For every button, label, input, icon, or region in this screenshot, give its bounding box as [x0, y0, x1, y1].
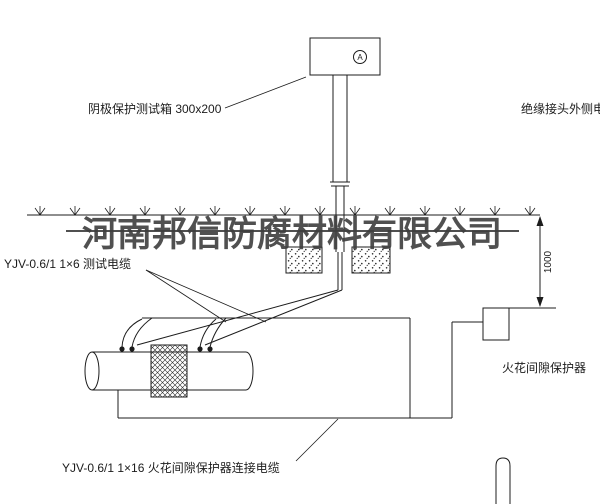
spark-gap-protector — [482, 307, 510, 341]
ground-line — [27, 206, 540, 216]
conduit — [330, 75, 350, 252]
label-test-cable: YJV-0.6/1 1×6 测试电缆 — [4, 256, 131, 271]
cable-connection-dot — [197, 346, 203, 352]
label-test-box: 阴极保护测试箱 300x200 — [88, 101, 222, 116]
cable-connection-dot — [129, 346, 135, 352]
dimension-arrow-bottom — [536, 297, 544, 307]
dimension-arrow-top — [536, 216, 544, 226]
label-spark-gap: 火花间隙保护器 — [502, 360, 586, 375]
pipe-left-end — [84, 351, 100, 391]
ground-hatch-symbols — [34, 206, 536, 216]
cable-connection-dot — [207, 346, 213, 352]
dimension-text: 1000 — [543, 250, 554, 273]
pipe-riser-symbol — [495, 457, 511, 504]
pipe-right-end — [245, 351, 254, 391]
protector-cables — [117, 317, 483, 419]
label-insulated-joint-cable: 绝缘接头外侧电缆 — [521, 101, 600, 116]
insulating-joint — [150, 344, 188, 398]
pipeline — [84, 344, 254, 398]
leader-lines — [145, 76, 339, 462]
concrete-block-right — [351, 246, 391, 274]
dimension-line: 1000 — [509, 216, 556, 309]
test-box: A — [309, 37, 381, 76]
cable-connection-dot — [119, 346, 125, 352]
ammeter-symbol — [353, 50, 367, 64]
ammeter-letter: A — [357, 53, 363, 62]
watermark: 河南邦信防腐材料有限公司 — [66, 215, 519, 254]
watermark-text: 河南邦信防腐材料有限公司 — [82, 215, 502, 254]
label-spark-gap-cable: YJV-0.6/1 1×16 火花间隙保护器连接电缆 — [62, 460, 280, 475]
concrete-block-left — [285, 246, 323, 274]
